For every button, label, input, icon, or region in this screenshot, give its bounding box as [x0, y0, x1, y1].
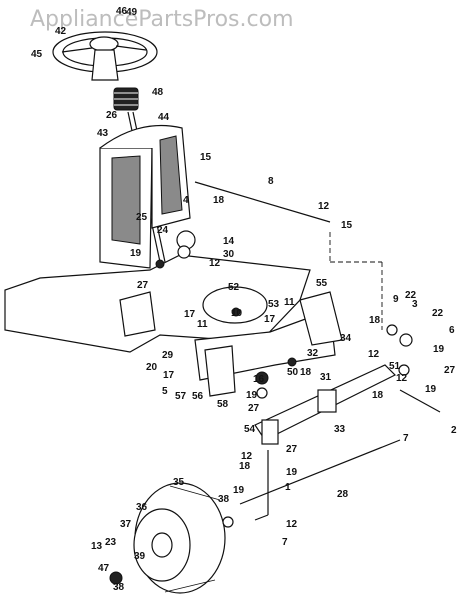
callout-25: 25: [136, 212, 148, 223]
callout-12: 12: [318, 201, 330, 212]
callout-18: 18: [213, 195, 225, 206]
callout-29: 29: [162, 350, 174, 361]
callout-14: 14: [223, 236, 235, 247]
callout-12: 12: [368, 349, 380, 360]
callout-19: 19: [433, 344, 445, 355]
callout-51: 51: [389, 361, 401, 372]
callout-48: 48: [152, 87, 164, 98]
callout-39: 39: [134, 551, 146, 562]
callout-24: 24: [157, 225, 169, 236]
steering-wheel: [52, 31, 158, 81]
callout-7: 7: [403, 433, 409, 444]
dash-console: [99, 125, 191, 269]
callout-17: 17: [264, 314, 276, 325]
callout-15: 15: [341, 220, 353, 231]
callout-19: 19: [246, 390, 258, 401]
callout-13: 13: [91, 541, 103, 552]
callout-6: 6: [449, 325, 455, 336]
callout-19: 19: [286, 467, 298, 478]
callout-18: 18: [239, 461, 251, 472]
callout-18: 18: [369, 315, 381, 326]
callout-42: 42: [55, 26, 67, 37]
callout-9: 9: [393, 294, 399, 305]
callout-4: 4: [183, 195, 189, 206]
callout-12: 12: [396, 373, 408, 384]
callout-17: 17: [163, 370, 175, 381]
callout-27: 27: [248, 403, 260, 414]
callout-34: 34: [340, 333, 352, 344]
callout-22: 22: [405, 290, 417, 301]
callout-7: 7: [282, 537, 288, 548]
callout-44: 44: [158, 112, 170, 123]
frame-pan: [4, 254, 311, 353]
callout-47: 47: [98, 563, 110, 574]
hardware-bits: [155, 230, 413, 528]
dust-cap: [109, 571, 123, 585]
callout-18: 18: [300, 367, 312, 378]
callout-5: 5: [162, 386, 168, 397]
callout-54: 54: [244, 424, 256, 435]
callout-30: 30: [223, 249, 235, 260]
callout-26: 26: [106, 110, 118, 121]
callout-20: 20: [146, 362, 158, 373]
callout-17: 17: [184, 309, 196, 320]
callout-57: 57: [175, 391, 187, 402]
callout-43: 43: [97, 128, 109, 139]
callout-27: 27: [137, 280, 149, 291]
callout-23: 23: [105, 537, 117, 548]
callout-11: 11: [284, 297, 295, 308]
callout-49: 49: [126, 7, 138, 18]
callout-1: 1: [285, 482, 291, 493]
callout-18: 18: [372, 390, 384, 401]
callout-46: 46: [116, 6, 128, 17]
callout-19: 19: [233, 485, 245, 496]
callout-11: 11: [197, 319, 208, 330]
callout-37: 37: [120, 519, 132, 530]
callout-45: 45: [31, 49, 43, 60]
callout-19: 19: [425, 384, 437, 395]
callout-31: 31: [320, 372, 332, 383]
callout-33: 33: [334, 424, 346, 435]
callout-27: 27: [286, 444, 298, 455]
side-bracket: [194, 291, 343, 397]
callout-52: 52: [228, 282, 240, 293]
callout-32: 32: [307, 348, 319, 359]
callout-38: 38: [113, 582, 125, 593]
drag-link: [194, 181, 331, 223]
callout-38: 38: [218, 494, 230, 505]
callout-12: 12: [286, 519, 298, 530]
callout-50: 50: [287, 367, 299, 378]
callout-56: 56: [192, 391, 204, 402]
spindle: [254, 389, 441, 521]
watermark: AppliancePartsPros.com: [30, 7, 294, 32]
callout-55: 55: [316, 278, 328, 289]
callout-15: 15: [200, 152, 212, 163]
callout-28: 28: [337, 489, 349, 500]
callout-53: 53: [268, 299, 280, 310]
steering-bellows: [113, 87, 139, 111]
front-wheel: [133, 482, 226, 594]
callout-12: 12: [209, 258, 221, 269]
callout-36: 36: [136, 502, 148, 513]
callout-27: 27: [444, 365, 456, 376]
callout-19: 19: [130, 248, 142, 259]
callout-12: 12: [241, 451, 253, 462]
tie-rod: [239, 439, 401, 505]
callout-3: 3: [412, 299, 418, 310]
callout-8: 8: [268, 176, 274, 187]
front-axle: [254, 364, 397, 445]
callout-35: 35: [173, 477, 185, 488]
callout-22: 22: [432, 308, 444, 319]
callout-2: 2: [451, 425, 457, 436]
callout-10: 10: [231, 308, 243, 319]
callout-16: 16: [253, 374, 265, 385]
callout-58: 58: [217, 399, 229, 410]
